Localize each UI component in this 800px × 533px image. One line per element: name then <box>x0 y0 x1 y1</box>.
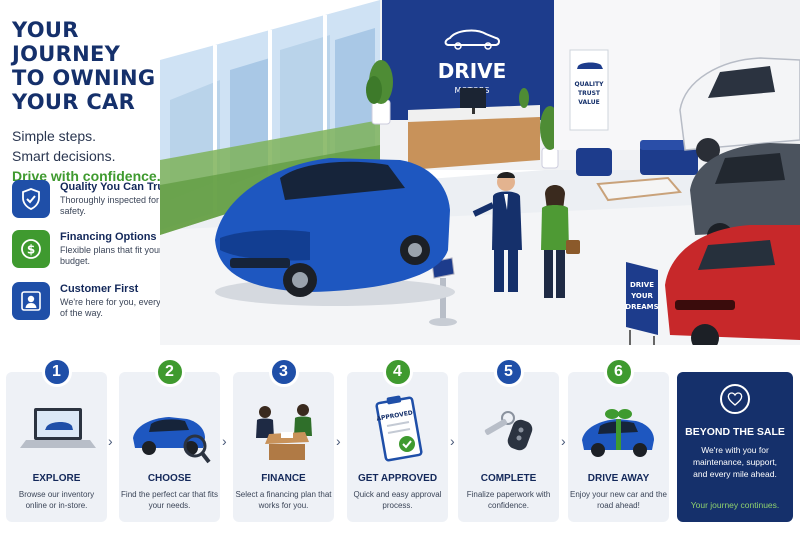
car-bow-icon <box>582 409 654 457</box>
step-number-badge: 5 <box>493 357 524 387</box>
beyond-title: BEYOND THE SALE <box>685 426 785 438</box>
car-magnifier-icon <box>133 417 211 464</box>
desk-meeting-icon <box>256 404 312 460</box>
chevron-right-icon: › <box>450 433 455 449</box>
svg-text:DREAMS: DREAMS <box>625 303 658 311</box>
car-keys-icon <box>484 411 533 451</box>
customer <box>541 185 580 298</box>
step-number-badge: 6 <box>603 357 634 387</box>
info-kiosk <box>429 257 457 326</box>
step-desc: Enjoy your new car and the road ahead! <box>570 490 667 510</box>
step-finance: 3 FINANCE Select a financing plan that w… <box>233 357 334 522</box>
step-number-badge: 3 <box>268 357 299 387</box>
beyond-the-sale-card: BEYOND THE SALE We're with you for maint… <box>677 372 793 522</box>
step-title: EXPLORE <box>32 473 81 484</box>
heart-icon <box>720 384 750 414</box>
step-desc: Find the perfect car that fits your need… <box>121 490 218 510</box>
dollar-icon: $ <box>12 230 50 268</box>
step-choose: 2 CHOOSE Find the perfect car that fits … <box>119 357 220 522</box>
step-title: CHOOSE <box>147 473 192 484</box>
step-explore: 1 EXPLORE Browse our inventory online or… <box>6 357 107 522</box>
dreams-sign: DRIVE YOUR DREAMS <box>625 262 659 345</box>
salesperson <box>472 172 522 292</box>
feature-financing: $ Financing Options Flexible plans that … <box>12 230 182 274</box>
shield-check-icon <box>12 180 50 218</box>
step-desc: Select a financing plan that works for y… <box>235 490 332 510</box>
beyond-footer: Your journey continues. <box>690 500 780 510</box>
approved-clipboard-icon: APPROVED <box>375 395 423 462</box>
person-icon <box>12 282 50 320</box>
step-desc: Quick and easy approval process. <box>353 490 442 510</box>
step-drive-away: 6 DRIVE AWAY Enjoy your new car and the … <box>568 357 669 522</box>
brand-name: DRIVE <box>438 59 507 83</box>
step-get-approved: 4 APPROVED GET APPROVED Quick and easy a… <box>347 357 448 522</box>
hero-accent: Drive with confidence. <box>12 168 161 184</box>
lounge-seating <box>576 140 698 202</box>
hero-title: YOUR JOURNEY TO OWNING YOUR CAR <box>12 18 156 114</box>
svg-text:DRIVE: DRIVE <box>630 281 654 289</box>
red-car <box>665 225 800 345</box>
hero-section: YOUR JOURNEY TO OWNING YOUR CAR Simple s… <box>12 18 182 186</box>
svg-text:QUALITY: QUALITY <box>575 81 605 88</box>
step-title: FINANCE <box>261 473 306 484</box>
step-number-badge: 4 <box>382 357 413 387</box>
step-number-badge: 1 <box>41 357 72 387</box>
laptop-icon <box>20 408 96 448</box>
step-complete: 5 COMPLETE Finalize paperwork with confi… <box>458 357 559 522</box>
step-title: GET APPROVED <box>357 473 438 484</box>
white-suv <box>679 57 800 162</box>
plant-icon <box>366 60 393 125</box>
blue-sedan <box>215 158 455 306</box>
step-desc: Finalize paperwork with confidence. <box>466 490 551 510</box>
hero-subtitle: Simple steps. Smart decisions. <box>12 128 116 164</box>
chevron-right-icon: › <box>336 433 341 449</box>
svg-text:YOUR: YOUR <box>630 292 653 300</box>
svg-text:VALUE: VALUE <box>578 99 599 106</box>
chevron-right-icon: › <box>108 433 113 449</box>
quality-poster: QUALITY TRUST VALUE <box>569 49 609 131</box>
chevron-right-icon: › <box>561 433 566 449</box>
feature-customer: Customer First We're here for you, every… <box>12 282 182 326</box>
step-title: COMPLETE <box>480 473 537 484</box>
reception-desk <box>408 88 540 170</box>
step-desc: Browse our inventory online or in-store. <box>18 490 95 510</box>
beyond-desc: We're with you for maintenance, support,… <box>692 445 778 479</box>
step-title: DRIVE AWAY <box>587 473 650 484</box>
steps-section: 1 EXPLORE Browse our inventory online or… <box>0 345 800 533</box>
step-number-badge: 2 <box>154 357 185 387</box>
chevron-right-icon: › <box>222 433 227 449</box>
feature-quality: Quality You Can Trust Thoroughly inspect… <box>12 180 182 224</box>
svg-text:TRUST: TRUST <box>578 90 601 97</box>
showroom-illustration: DRIVE MOTORS QUALITY TRUST VALUE <box>160 0 800 345</box>
svg-text:$: $ <box>27 243 35 257</box>
